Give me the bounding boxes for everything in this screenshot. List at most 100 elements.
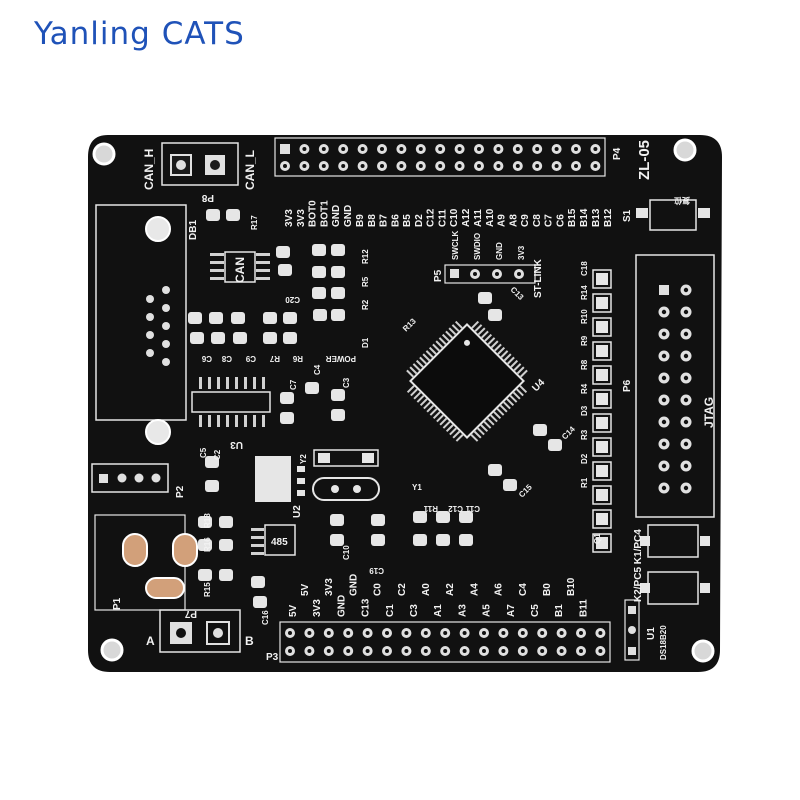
header-bottom-label: C5 bbox=[530, 604, 541, 617]
watermark-text: Yanling CATS bbox=[34, 16, 245, 52]
header-top-label: A8 bbox=[508, 214, 519, 227]
header-top-label: C12 bbox=[426, 208, 437, 227]
header-bottom-label: A1 bbox=[433, 604, 444, 617]
header-top-label: B8 bbox=[367, 214, 378, 227]
header-top-label: C6 bbox=[556, 214, 567, 227]
terminal-b-label: B bbox=[245, 634, 254, 648]
db9-screw-bottom bbox=[145, 419, 171, 445]
can-transceiver bbox=[210, 251, 270, 283]
mcu-chip bbox=[406, 320, 528, 442]
header-bottom-label: 5V bbox=[288, 604, 299, 617]
header-top-label: BOT0 bbox=[308, 200, 319, 227]
can-connector-id: P8 bbox=[201, 192, 214, 203]
can-l-label: CAN_L bbox=[243, 150, 257, 190]
refdes-label: C19 bbox=[369, 566, 384, 575]
jtag-outline bbox=[635, 254, 715, 518]
header-top-id: P4 bbox=[612, 147, 623, 160]
header-top-label: C9 bbox=[520, 214, 531, 227]
mount-hole-bl bbox=[100, 638, 124, 662]
reset-button-id: S1 bbox=[622, 209, 633, 222]
refdes-label: Y1 bbox=[412, 483, 422, 492]
refdes-label: C9 bbox=[245, 354, 256, 363]
header-top-label: C10 bbox=[449, 208, 460, 227]
header-bottom-label: C4 bbox=[518, 583, 529, 596]
refdes-label: R18 bbox=[203, 513, 212, 528]
refdes-label: D3 bbox=[580, 405, 589, 416]
header-top-outline bbox=[274, 137, 606, 177]
header-bottom-label: C0 bbox=[373, 583, 384, 596]
header-top-label: B9 bbox=[355, 214, 366, 227]
refdes-label: R11 bbox=[423, 504, 438, 513]
header-top-label: C8 bbox=[532, 214, 543, 227]
swd-pin-label: SWDIO bbox=[473, 233, 482, 260]
key-button-k1 bbox=[640, 524, 710, 558]
header-top-label: GND bbox=[343, 205, 354, 227]
refdes-label: C5 bbox=[199, 447, 208, 458]
header-top-label: C7 bbox=[544, 214, 555, 227]
refdes-label: C3 bbox=[342, 377, 351, 388]
refdes-label: C12 bbox=[448, 504, 463, 513]
sensor-label: DS18B20 bbox=[659, 625, 668, 660]
header-top-label: A10 bbox=[485, 208, 496, 227]
header-bottom-label: GND bbox=[336, 595, 347, 617]
db9-screw-top bbox=[145, 216, 171, 242]
refdes-label: C18 bbox=[580, 261, 589, 276]
header-bottom-label: A7 bbox=[506, 604, 517, 617]
board-outline bbox=[88, 135, 722, 672]
p1-label: P1 bbox=[112, 597, 123, 610]
refdes-label: C7 bbox=[289, 379, 298, 390]
refdes-label: R5 bbox=[361, 276, 370, 287]
swd-pin-label: GND bbox=[495, 242, 504, 260]
terminal-id: P7 bbox=[184, 608, 197, 619]
refdes-label: R9 bbox=[580, 335, 589, 346]
header-top-label: B12 bbox=[603, 208, 614, 227]
u2-label: U2 bbox=[292, 505, 303, 518]
u3-label: U3 bbox=[230, 439, 243, 450]
header-top-label: A12 bbox=[461, 208, 472, 227]
header-top-label: C11 bbox=[438, 209, 449, 227]
right-smd-column bbox=[592, 269, 612, 553]
refdes-label: R4 bbox=[580, 383, 589, 394]
header-bottom-label: C2 bbox=[397, 583, 408, 596]
header-bottom-label: B10 bbox=[566, 577, 577, 596]
refdes-label: C11 bbox=[465, 504, 480, 513]
header-top-label: B5 bbox=[402, 214, 413, 227]
p2-header bbox=[91, 463, 169, 493]
rs232-chip bbox=[191, 377, 271, 427]
refdes-label: R3 bbox=[580, 429, 589, 440]
header-bottom-label: A0 bbox=[421, 583, 432, 596]
header-top-label: B6 bbox=[390, 214, 401, 227]
refdes-label: C4 bbox=[313, 364, 322, 375]
refdes-label: R8 bbox=[580, 359, 589, 370]
header-bottom-label: B1 bbox=[554, 604, 565, 617]
rs485-label: 485 bbox=[271, 537, 288, 548]
header-bottom-label: 3V3 bbox=[324, 578, 335, 596]
refdes-label: R7 bbox=[269, 354, 280, 363]
swd-pins bbox=[450, 269, 524, 279]
crystal-y1 bbox=[312, 477, 380, 501]
header-bottom-id: P3 bbox=[266, 652, 279, 663]
header-bottom-label: 3V3 bbox=[312, 599, 323, 617]
key-button-k2 bbox=[640, 571, 710, 605]
rs485-chip bbox=[251, 524, 296, 556]
crystal-y2 bbox=[313, 449, 379, 467]
header-bottom-label: A6 bbox=[494, 583, 505, 596]
swd-header-outline bbox=[444, 264, 536, 284]
header-bottom-label: C1 bbox=[385, 604, 396, 617]
can-terminal bbox=[161, 142, 239, 186]
header-top-label: A11 bbox=[473, 209, 484, 227]
header-top-label: B14 bbox=[579, 208, 590, 227]
can-h-label: CAN_H bbox=[142, 149, 156, 190]
header-top-label: 3V3 bbox=[284, 209, 295, 227]
stlink-label: ST-LINK bbox=[533, 258, 544, 298]
header-bottom-pins bbox=[285, 628, 606, 656]
reset-button-outline bbox=[636, 199, 710, 231]
refdes-label: C10 bbox=[342, 545, 351, 560]
header-bottom-label: A3 bbox=[457, 604, 468, 617]
refdes-label: R10 bbox=[580, 309, 589, 324]
mount-hole-tr bbox=[673, 138, 697, 162]
